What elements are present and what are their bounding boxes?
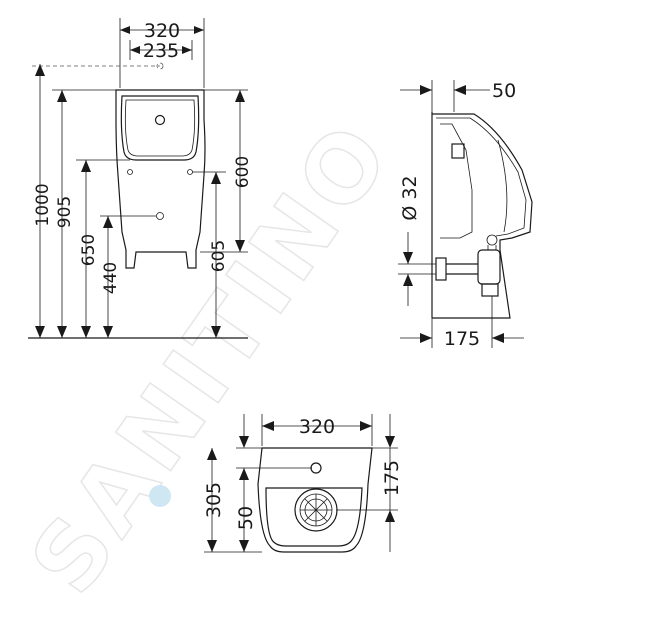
flush-valve-icon — [154, 114, 166, 126]
dim-height-905: 905 — [55, 196, 75, 228]
dim-height-1000: 1000 — [33, 183, 53, 226]
dim-top-depth-305: 305 — [203, 482, 225, 518]
mount-hole-right — [187, 169, 193, 175]
watermark-drop-icon — [149, 485, 171, 507]
urinal-side-body — [432, 113, 533, 319]
top-view: 320 305 50 175 — [203, 414, 403, 553]
dim-height-650: 650 — [79, 234, 99, 266]
side-view: 50 Ø 32 175 — [398, 80, 533, 350]
inlet-hole — [156, 62, 164, 70]
urinal-front-body — [115, 89, 206, 269]
dim-top-width-320: 320 — [299, 416, 335, 438]
dim-height-600: 600 — [233, 156, 253, 188]
outlet-hole — [156, 212, 164, 220]
flush-valve-side — [451, 143, 465, 159]
urinal-top-body — [257, 447, 373, 553]
dim-inlet-offset-175: 175 — [381, 460, 403, 496]
urinal-front-bowl — [120, 95, 200, 161]
drain-icon — [294, 488, 338, 532]
dim-width-320: 320 — [144, 20, 180, 42]
front-view: 320 235 1000 905 650 440 600 — [28, 18, 253, 339]
dim-height-440: 440 — [101, 262, 121, 294]
dim-depth-175: 175 — [444, 328, 480, 350]
dim-width-235: 235 — [143, 40, 179, 62]
dim-pipe-diameter: Ø 32 — [399, 175, 421, 220]
mount-hole-left — [127, 169, 133, 175]
dim-height-605: 605 — [209, 240, 229, 272]
urinal-top-bowl — [265, 487, 363, 547]
dim-wall-offset-50: 50 — [492, 80, 516, 102]
inlet-top-icon — [310, 462, 322, 474]
siphon-trap — [435, 234, 501, 297]
dim-drain-offset-50: 50 — [235, 506, 257, 530]
